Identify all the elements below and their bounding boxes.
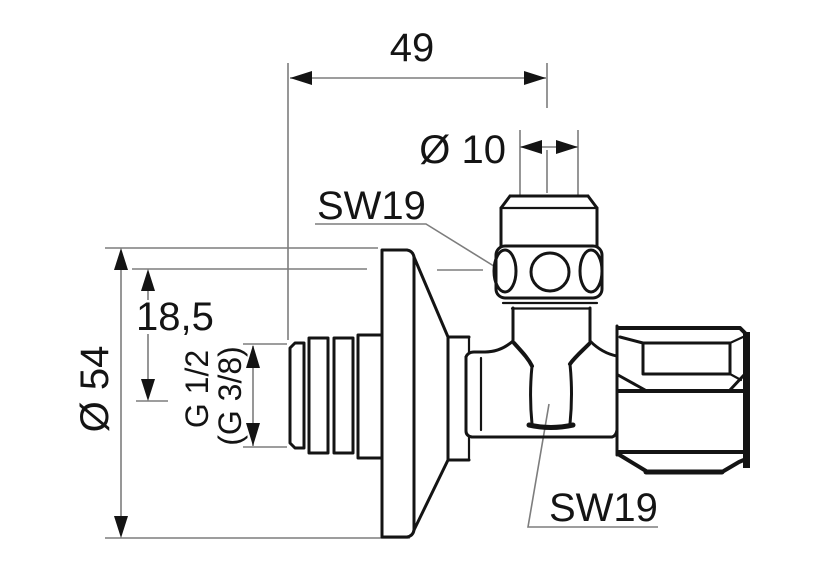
arrowhead-left [520, 140, 542, 154]
nut-top-facet [618, 335, 732, 376]
dimension-overall-depth: 49 [287, 26, 548, 340]
thread-connector [288, 333, 384, 460]
leader-line [315, 223, 498, 269]
extension-line-top [132, 268, 483, 271]
extension-ticks [243, 343, 287, 448]
column-fillet-left [512, 341, 534, 368]
label-wrench-bottom: SW19 [527, 403, 658, 530]
thread-ridge-1 [288, 341, 306, 450]
arrowhead-down [141, 379, 155, 401]
hex-nipple-bottom [526, 422, 576, 430]
label-wrench-top: SW19 [315, 184, 498, 269]
thread-ridge-2 [307, 336, 330, 455]
arrowhead-down [246, 423, 260, 446]
dimension-flange-diameter: Ø 54 [73, 247, 410, 539]
arrowhead-up [246, 345, 260, 368]
flange-spacer [446, 335, 471, 462]
knob-cap-top [499, 194, 599, 210]
flange-disc [380, 248, 416, 539]
dimension-label-d10: Ø 10 [419, 128, 506, 172]
nut-facet-right-chamfer [728, 335, 745, 382]
knurl-bump-right [578, 248, 604, 294]
knurl-bump-center [529, 251, 571, 293]
ring-base-band [501, 301, 599, 310]
outlet-nut [615, 324, 750, 475]
body-shoulder-right [588, 339, 619, 358]
wall-flange [380, 248, 471, 539]
valve-knob [492, 194, 604, 344]
thread-ridge-3 [332, 336, 355, 455]
dimension-spindle-diameter: Ø 10 [419, 128, 579, 196]
nut-mid-chamfer [616, 373, 746, 392]
arrowhead-down [114, 516, 128, 538]
dimension-label-185: 18,5 [136, 295, 214, 339]
dimension-axis-offset: 18,5 [132, 268, 483, 402]
arrowhead-left [290, 71, 312, 85]
column-fillet-right [568, 342, 591, 366]
thread-size-alt-label: (G 3/8) [212, 346, 248, 446]
body-shoulder-left [464, 339, 515, 359]
leader-line [527, 403, 658, 528]
arrowhead-right [556, 140, 578, 154]
nut-bottom-left-chamfer [616, 452, 648, 473]
flange-cone [412, 255, 450, 532]
valve-body [464, 339, 619, 439]
dimension-thread-size: G 1/2 (G 3/8) [179, 343, 287, 448]
thread-size-label: G 1/2 [179, 350, 215, 428]
thread-collar [356, 333, 384, 460]
arrowhead-right [524, 71, 546, 85]
extension-lines [519, 130, 579, 196]
label-sw19-top: SW19 [317, 184, 426, 228]
dimension-label-49: 49 [390, 26, 435, 70]
label-sw19-bottom: SW19 [549, 486, 658, 530]
bonnet-neck [511, 306, 592, 344]
dimension-label-d54: Ø 54 [73, 346, 117, 433]
body-left-face [464, 355, 474, 439]
nut-top-edge [616, 326, 749, 337]
arrowhead-up [141, 269, 155, 291]
knob-cap-sides [499, 206, 599, 248]
knurl-bump-left [492, 248, 518, 294]
nut-bottom-right-chamfer [720, 457, 748, 474]
arrowhead-up [114, 248, 128, 270]
hex-nipple-sides [529, 362, 573, 426]
